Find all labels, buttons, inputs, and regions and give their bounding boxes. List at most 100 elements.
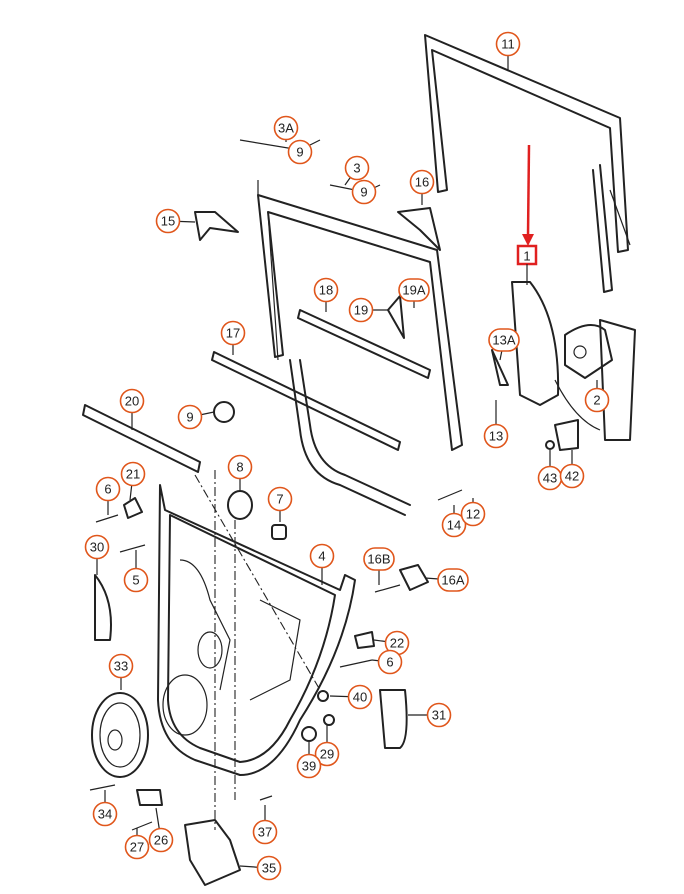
callout-label: 2	[593, 393, 600, 408]
callout-label: 14	[447, 518, 461, 533]
callout-badge	[437, 568, 469, 592]
callout-label: 13	[489, 429, 503, 444]
callout-34: 34	[92, 801, 118, 827]
callout-badge	[120, 461, 146, 487]
callout-7: 7	[267, 486, 293, 512]
callout-label: 16	[415, 175, 429, 190]
callout-35: 35	[256, 855, 282, 881]
callout-label: 27	[130, 840, 144, 855]
callout-label: 3A	[278, 121, 294, 136]
callout-21: 21	[120, 461, 146, 487]
callout-badge	[398, 278, 430, 302]
callout-label: 39	[302, 759, 316, 774]
callout-badge	[273, 115, 299, 141]
callout-16b: 16B	[363, 547, 395, 571]
callout-label: 12	[466, 507, 480, 522]
callout-badge	[363, 547, 395, 571]
callout-badge	[220, 320, 246, 346]
callout-label: 6	[104, 482, 111, 497]
callout-label: 31	[432, 708, 446, 723]
trim-pieces	[194, 207, 509, 386]
callout-label: 11	[501, 37, 515, 52]
callout-badge	[296, 753, 322, 779]
callout-label: 29	[320, 747, 334, 762]
callout-label: 37	[258, 825, 272, 840]
callout-label: 5	[132, 573, 139, 588]
callout-11: 11	[495, 31, 521, 57]
callout-6: 6	[377, 649, 403, 675]
callout-15: 15	[155, 208, 181, 234]
callout-badge	[483, 423, 509, 449]
window-regulator-part	[511, 281, 636, 441]
callout-badge	[377, 649, 403, 675]
callout-31: 31	[426, 702, 452, 728]
seal-strips	[82, 309, 431, 691]
door-inner-panel-part	[157, 470, 356, 830]
callout-badge	[108, 653, 134, 679]
callout-badge	[409, 169, 435, 195]
callout-6: 6	[95, 476, 121, 502]
callout-9: 9	[287, 139, 313, 165]
callout-label: 20	[125, 394, 139, 409]
callout-badge	[148, 827, 174, 853]
door-frame-part	[239, 139, 463, 516]
callout-badge	[177, 404, 203, 430]
callout-label: 3	[353, 161, 360, 176]
callout-badge	[252, 819, 278, 845]
callout-badge	[348, 297, 374, 323]
callout-label: 18	[319, 283, 333, 298]
callout-badge	[124, 834, 150, 860]
callout-badge	[256, 855, 282, 881]
callout-label: 34	[98, 807, 112, 822]
callout-badge	[351, 179, 377, 205]
callout-8: 8	[227, 454, 253, 480]
highlighted-part-label: 1	[523, 249, 530, 264]
callout-20: 20	[119, 388, 145, 414]
callout-label: 22	[390, 636, 404, 651]
callout-badge	[495, 31, 521, 57]
callout-badge	[426, 702, 452, 728]
callout-badge	[559, 463, 585, 489]
callout-label: 8	[236, 460, 243, 475]
callout-badge	[119, 388, 145, 414]
callout-33: 33	[108, 653, 134, 679]
callout-badge	[441, 512, 467, 538]
callout-label: 15	[161, 214, 175, 229]
callout-13: 13	[483, 423, 509, 449]
callout-43: 43	[537, 465, 563, 491]
callout-badge	[92, 801, 118, 827]
callout-30: 30	[84, 534, 110, 560]
callout-3a: 3A	[273, 115, 299, 141]
callout-16: 16	[409, 169, 435, 195]
callout-17: 17	[220, 320, 246, 346]
callout-label: 21	[126, 467, 140, 482]
callout-18: 18	[313, 277, 339, 303]
callout-label: 6	[386, 655, 393, 670]
callout-badge	[287, 139, 313, 165]
red-arrow-shaft	[526, 144, 531, 237]
callout-badge	[309, 543, 335, 569]
callout-badge	[313, 277, 339, 303]
callout-19: 19	[348, 297, 374, 323]
callout-label: 35	[262, 861, 276, 876]
callout-label: 40	[353, 690, 367, 705]
callout-29: 29	[314, 741, 340, 767]
callout-label: 9	[360, 185, 367, 200]
callout-13a: 13A	[488, 328, 520, 352]
callout-label: 43	[543, 471, 557, 486]
callout-label: 13A	[492, 333, 515, 348]
callout-3: 3	[344, 155, 370, 181]
small-parts	[89, 401, 579, 886]
callout-badge	[84, 534, 110, 560]
callout-label: 33	[114, 659, 128, 674]
red-arrow-head-icon	[522, 234, 534, 246]
callout-27: 27	[124, 834, 150, 860]
callout-badge	[227, 454, 253, 480]
callout-39: 39	[296, 753, 322, 779]
callout-label: 4	[318, 549, 325, 564]
callout-label: 9	[186, 410, 193, 425]
callout-19a: 19A	[398, 278, 430, 302]
